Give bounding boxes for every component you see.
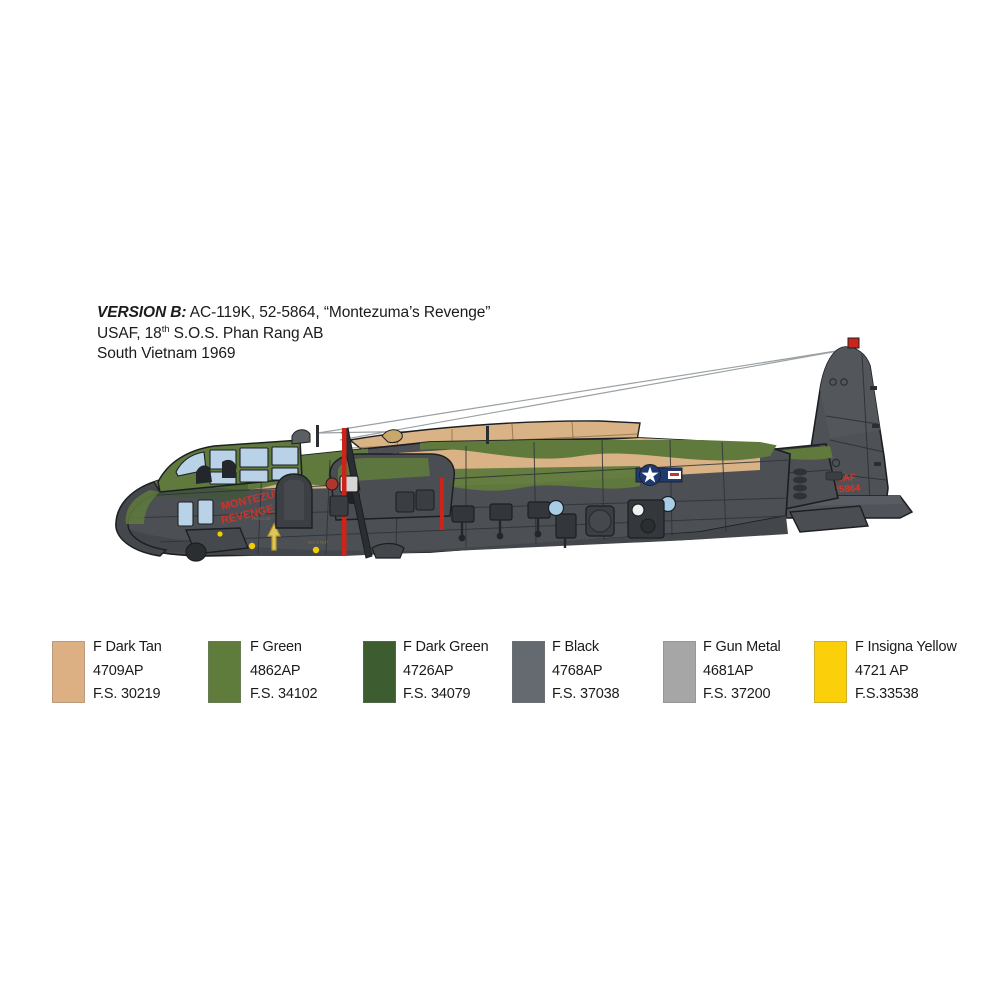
paint-code-green: 4862AP — [250, 662, 301, 679]
paint-code-dark-tan: 4709AP — [93, 662, 144, 679]
paint-fs-dark-green: F.S. 34079 — [403, 686, 471, 702]
landing-gear-pod — [184, 527, 405, 562]
propeller-blades — [325, 427, 373, 559]
paint-code-insigna-yellow: 4721 AP — [855, 662, 909, 679]
paint-name-gun-metal: F Gun Metal — [703, 639, 781, 655]
caption-line-1: VERSION B: AC-119K, 52-5864, “Montezuma’… — [97, 303, 697, 324]
paint-code-dark-green: 4726AP — [403, 662, 454, 679]
caption-line-3: South Vietnam 1969 — [97, 345, 236, 362]
svg-text:NO STEP: NO STEP — [308, 540, 328, 545]
paint-name-insigna-yellow: F Insigna Yellow — [855, 639, 957, 655]
dorsal-antenna-mast — [291, 425, 489, 447]
paint-name-black: F Black — [552, 639, 599, 655]
paint-fs-gun-metal: F.S. 37200 — [703, 686, 771, 702]
paint-color-legend: F Dark Tan 4709AP F.S. 30219 F Green 486… — [0, 636, 1000, 716]
crew-door — [275, 473, 313, 529]
paint-fs-green: F.S. 34102 — [250, 686, 318, 702]
formation-lights — [217, 531, 320, 554]
version-label: VERSION B: — [97, 304, 187, 321]
paint-swatch-green — [208, 641, 241, 703]
sensor-windows — [547, 495, 677, 539]
svg-text:RESCUE: RESCUE — [252, 516, 271, 521]
unit-text-a: USAF, 18 — [97, 324, 162, 342]
paint-name-dark-green: F Dark Green — [403, 639, 489, 655]
usaf-star-and-bar-insignia — [635, 464, 683, 486]
boom-hinges — [793, 468, 807, 500]
paint-swatch-dark-green — [363, 641, 396, 703]
stencil-markings: RESCUE NO STEP — [252, 516, 328, 545]
red-stripe-markings — [342, 428, 444, 556]
version-subject: AC-119K, 52-5864, “Montezuma’s Revenge” — [186, 304, 491, 321]
paint-name-green: F Green — [250, 639, 302, 655]
yellow-arrow-marking — [267, 522, 281, 551]
aircraft-profile-illustration: USAF 0-25864 — [0, 320, 1000, 620]
paint-fs-dark-tan: F.S. 30219 — [93, 686, 161, 702]
version-caption: VERSION B: AC-119K, 52-5864, “Montezuma’… — [97, 303, 697, 365]
paint-swatch-gun-metal — [663, 641, 696, 703]
gun-ports — [451, 501, 577, 548]
paint-swatch-insigna-yellow — [814, 641, 847, 703]
ordinal-suffix: th — [161, 323, 170, 335]
paint-code-gun-metal: 4681AP — [703, 662, 754, 679]
paint-name-dark-tan: F Dark Tan — [93, 639, 162, 655]
paint-swatch-dark-tan — [52, 641, 85, 703]
paint-swatch-black — [512, 641, 545, 703]
paint-fs-black: F.S. 37038 — [552, 686, 620, 702]
paint-fs-insigna-yellow: F.S.33538 — [855, 686, 919, 702]
cabin-windows — [329, 489, 435, 517]
unit-text-b: S.O.S. Phan Rang AB — [169, 324, 324, 342]
paint-code-black: 4768AP — [552, 662, 603, 679]
cockpit-canopy — [115, 439, 303, 557]
caption-line-2: USAF, 18th S.O.S. Phan Rang AB — [97, 324, 697, 345]
